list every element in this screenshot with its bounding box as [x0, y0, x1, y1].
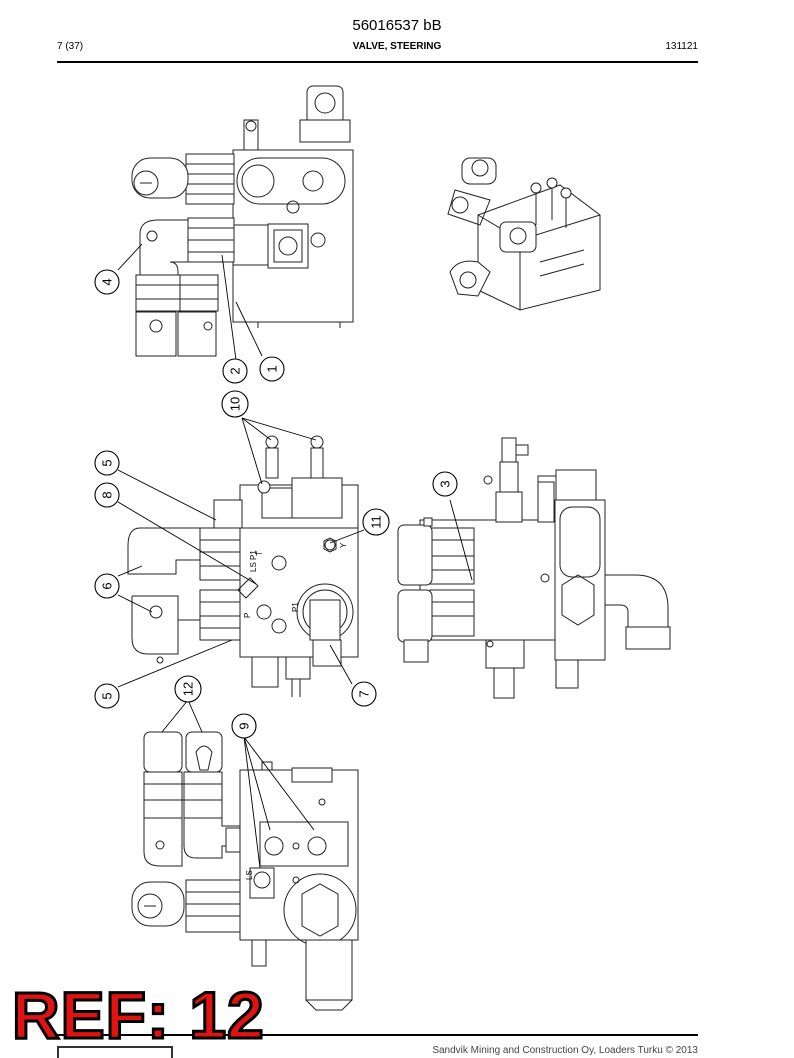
callout-11: 11: [362, 508, 390, 536]
footer-rule: [57, 1034, 698, 1036]
svg-text:8: 8: [100, 491, 115, 498]
callout-4: 4: [94, 269, 120, 295]
svg-text:4: 4: [100, 278, 115, 285]
callout-12: 12: [174, 675, 202, 703]
svg-text:3: 3: [438, 480, 453, 487]
callout-5-lower: 5: [94, 683, 120, 709]
t-port-mark: T: [255, 551, 264, 556]
callout-3: 3: [432, 471, 458, 497]
view-isometric: [447, 157, 601, 311]
view-front: LS P1 P T Y P1: [117, 417, 365, 697]
svg-text:7: 7: [357, 690, 372, 697]
svg-text:5: 5: [100, 692, 115, 699]
svg-text:10: 10: [228, 397, 243, 411]
p1-port-mark: P1: [291, 602, 300, 612]
p-port-mark: P: [243, 613, 252, 618]
header-rule: [57, 61, 698, 63]
page-number: 7 (37): [57, 41, 84, 52]
footer-copyright: Sandvik Mining and Construction Oy, Load…: [432, 1045, 698, 1056]
svg-text:2: 2: [228, 367, 243, 374]
callout-10: 10: [221, 390, 249, 418]
svg-text:1: 1: [265, 365, 280, 372]
svg-text:9: 9: [237, 722, 252, 729]
page-title: VALVE, STEERING: [352, 41, 442, 52]
callout-6: 6: [94, 573, 120, 599]
svg-text:11: 11: [369, 515, 384, 529]
callout-2: 2: [222, 358, 248, 384]
svg-text:12: 12: [181, 682, 196, 696]
callout-8: 8: [94, 482, 120, 508]
ls-mark: LS: [245, 870, 254, 880]
callout-1: 1: [259, 356, 285, 382]
document-code: 131121: [665, 41, 698, 52]
view-bottom: LS: [131, 699, 359, 1011]
svg-text:5: 5: [100, 459, 115, 466]
ref-badge: REF: 12: [11, 978, 266, 1052]
y-port-mark: Y: [339, 542, 348, 548]
callout-7: 7: [351, 681, 377, 707]
svg-text:6: 6: [100, 582, 115, 589]
callout-5-upper: 5: [94, 450, 120, 476]
document-number: 56016537 bB: [352, 17, 442, 34]
callout-9: 9: [231, 713, 257, 739]
view-side: [397, 437, 671, 699]
view-top: [117, 85, 354, 361]
ls-p1-mark: LS P1: [249, 550, 258, 572]
